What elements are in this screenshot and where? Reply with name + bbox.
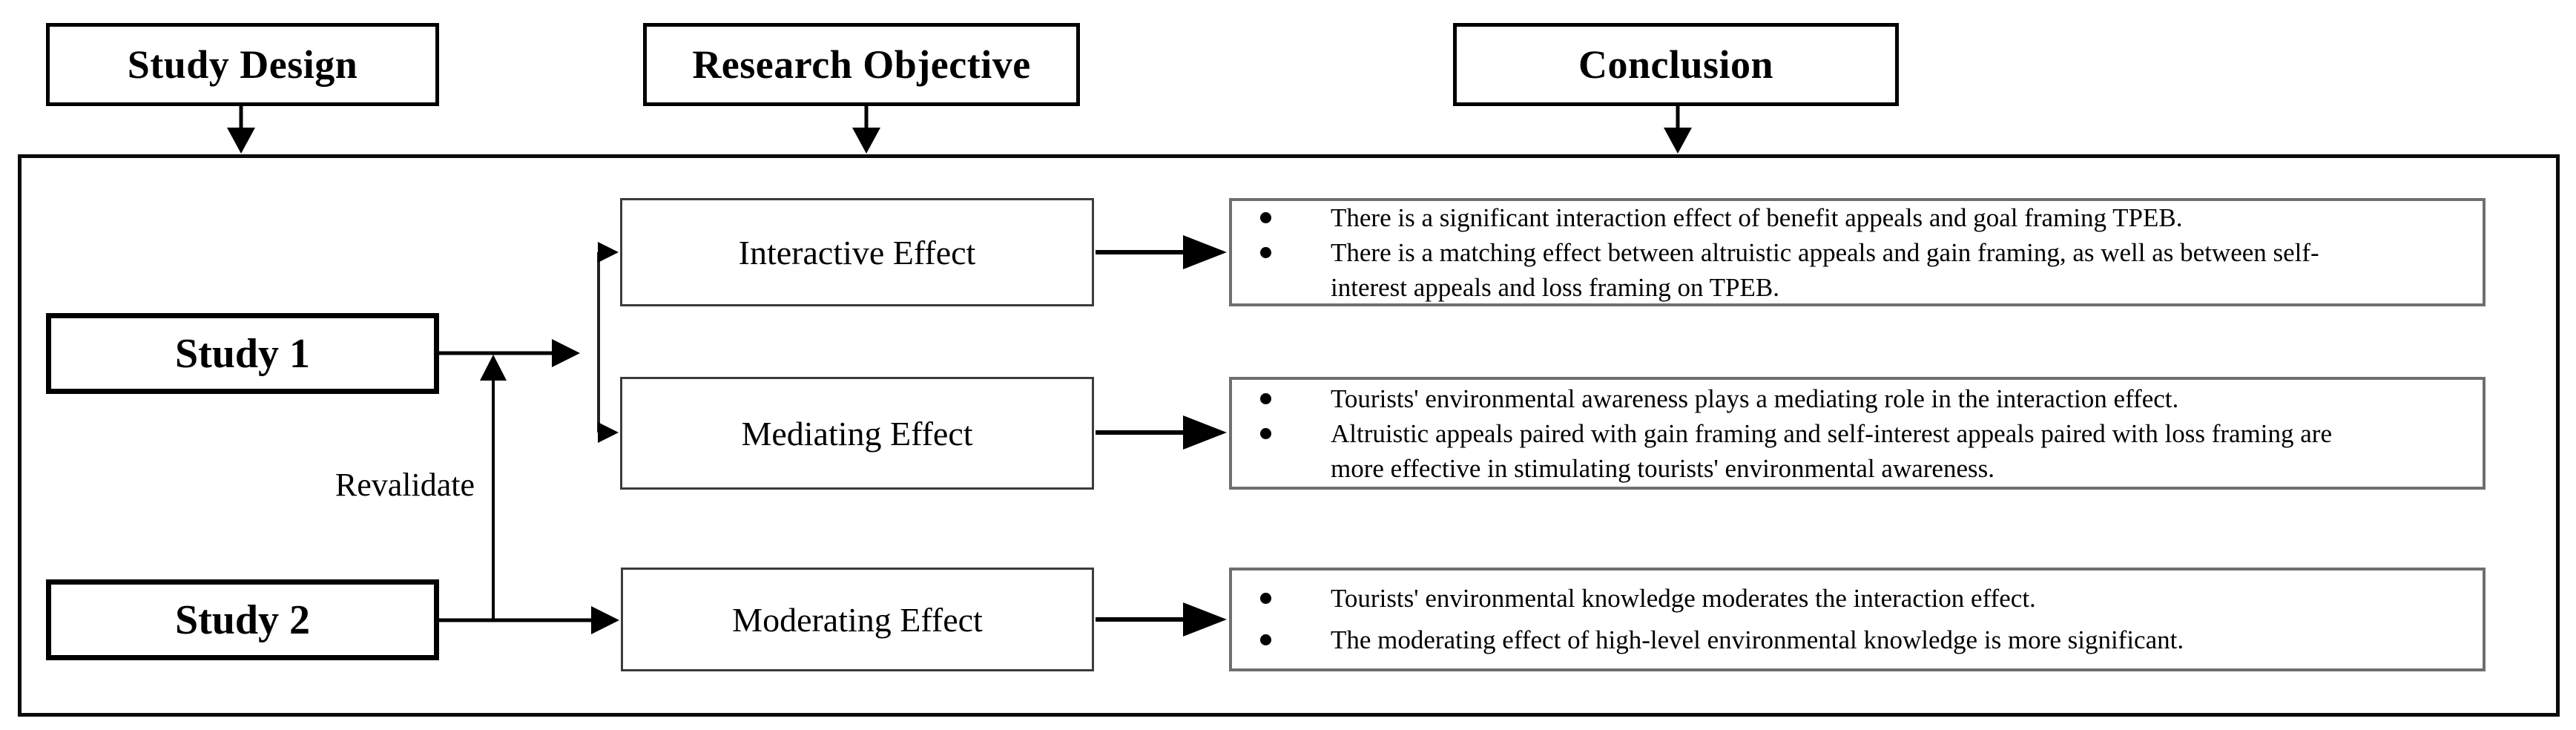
bullet-item: Tourists' environmental awareness plays … — [1232, 381, 2483, 416]
conclusion-box-interactive: There is a significant interaction effec… — [1229, 198, 2486, 306]
bullet-icon — [1260, 427, 1271, 439]
header-research-objective: Research Objective — [643, 23, 1080, 106]
mediating-effect-label: Mediating Effect — [741, 414, 973, 453]
conclusion-text: The moderating effect of high-level envi… — [1331, 625, 2184, 654]
moderating-effect-label: Moderating Effect — [732, 600, 983, 639]
conclusion-text: Tourists' environmental awareness plays … — [1331, 384, 2179, 413]
conclusion-box-moderating: Tourists' environmental knowledge modera… — [1229, 568, 2486, 671]
arrow-conclusion-down — [1664, 106, 1692, 154]
header-conclusion-label: Conclusion — [1578, 42, 1774, 87]
bullet-item: The moderating effect of high-level envi… — [1232, 619, 2483, 661]
conclusion-text: Altruistic appeals paired with gain fram… — [1331, 418, 2332, 483]
mediating-effect-box: Mediating Effect — [620, 377, 1094, 490]
header-study-design: Study Design — [46, 23, 439, 106]
study1-box: Study 1 — [46, 313, 439, 394]
bullet-icon — [1260, 246, 1271, 258]
header-study-design-label: Study Design — [127, 42, 358, 87]
bullet-item: Tourists' environmental knowledge modera… — [1232, 578, 2483, 619]
conclusion-text: There is a matching effect between altru… — [1331, 237, 2319, 302]
study1-label: Study 1 — [174, 330, 311, 377]
bullet-icon — [1260, 392, 1271, 404]
header-conclusion: Conclusion — [1453, 23, 1899, 106]
bullet-icon — [1260, 634, 1271, 645]
study2-box: Study 2 — [46, 579, 439, 660]
revalidate-label: Revalidate — [335, 467, 475, 503]
bullet-item: There is a matching effect between altru… — [1232, 235, 2483, 305]
conclusion-text: Tourists' environmental knowledge modera… — [1331, 584, 2036, 613]
interactive-effect-label: Interactive Effect — [738, 233, 976, 272]
conclusion-text: There is a significant interaction effec… — [1331, 203, 2183, 232]
conclusion-box-mediating: Tourists' environmental awareness plays … — [1229, 377, 2486, 490]
header-research-objective-label: Research Objective — [692, 42, 1031, 87]
interactive-effect-box: Interactive Effect — [620, 198, 1094, 306]
arrow-research-objective-down — [852, 106, 880, 154]
arrow-study-design-down — [227, 106, 255, 154]
main-container — [18, 154, 2560, 717]
bullet-item: There is a significant interaction effec… — [1232, 200, 2483, 235]
bullet-icon — [1260, 593, 1271, 604]
bullet-icon — [1260, 211, 1271, 223]
moderating-effect-box: Moderating Effect — [621, 568, 1094, 671]
bullet-item: Altruistic appeals paired with gain fram… — [1232, 416, 2483, 486]
study2-label: Study 2 — [174, 596, 311, 643]
